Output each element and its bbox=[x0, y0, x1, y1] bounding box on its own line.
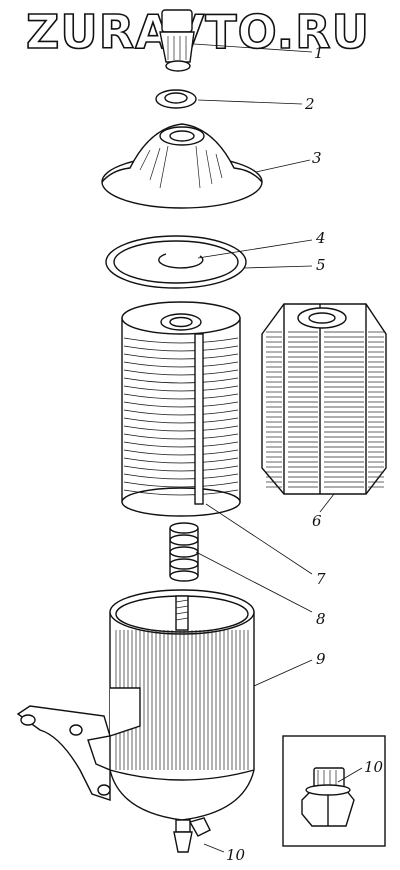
callout-9: 9 bbox=[316, 650, 326, 668]
part-2-washer bbox=[155, 89, 197, 109]
callout-10-housing: 10 bbox=[226, 846, 246, 864]
callout-2: 2 bbox=[304, 95, 315, 113]
part-5-gasket bbox=[105, 235, 247, 289]
callout-3: 3 bbox=[312, 149, 322, 167]
part-8-spring bbox=[169, 522, 199, 582]
callout-8: 8 bbox=[316, 610, 326, 628]
inset-drain-plug bbox=[282, 735, 386, 847]
callout-4: 4 bbox=[315, 229, 326, 247]
part-1-fitting bbox=[159, 9, 195, 72]
callout-1: 1 bbox=[314, 44, 324, 62]
callout-6: 6 bbox=[312, 512, 322, 530]
watermark-text: ZURAVTO.RU bbox=[26, 5, 370, 59]
leader-lines bbox=[193, 43, 363, 853]
part-6-octagonal-element bbox=[261, 303, 387, 495]
part-7-filter-element bbox=[121, 301, 241, 517]
part-3-cover bbox=[101, 123, 263, 209]
part-4-snap-ring bbox=[158, 253, 204, 269]
callout-7: 7 bbox=[316, 570, 326, 588]
callout-5: 5 bbox=[316, 256, 326, 274]
callout-10-inset: 10 bbox=[364, 758, 384, 776]
part-9-housing bbox=[16, 589, 255, 853]
